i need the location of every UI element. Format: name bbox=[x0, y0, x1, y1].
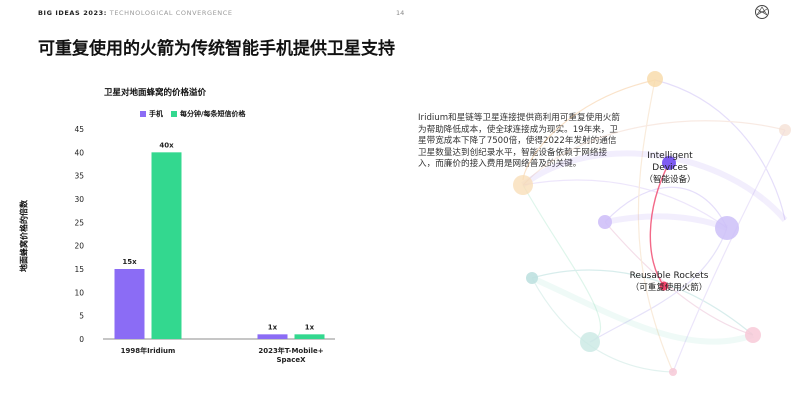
bar-data-label: 1x bbox=[268, 323, 278, 331]
ark-logo-icon bbox=[755, 5, 769, 19]
x-tick-label: 2023年T-Mobile+SpaceX bbox=[258, 346, 323, 364]
y-tick-label: 30 bbox=[74, 195, 84, 204]
legend-swatch-per-minute bbox=[171, 111, 177, 117]
bar bbox=[151, 152, 182, 339]
y-tick-label: 40 bbox=[74, 148, 84, 157]
bar bbox=[257, 334, 288, 339]
legend-item-phone: 手机 bbox=[140, 109, 163, 119]
node-label-intelligent-devices-zh: （智能设备） bbox=[644, 175, 696, 185]
network-graphic bbox=[513, 71, 791, 376]
y-tick-label: 15 bbox=[74, 265, 84, 274]
legend-item-per-minute: 每分钟/每条短信价格 bbox=[171, 109, 246, 119]
y-tick-label: 10 bbox=[74, 288, 84, 297]
legend-label-phone: 手机 bbox=[149, 110, 163, 118]
bar-chart: 0 5 10 15 20 25 30 35 40 45 15x 1x 40x 1x 1998年Iridium… bbox=[74, 125, 335, 364]
legend-label-per-minute: 每分钟/每条短信价格 bbox=[180, 110, 246, 118]
x-tick-label: 1998年Iridium bbox=[121, 346, 176, 355]
header-subtitle: TECHNOLOGICAL CONVERGENCE bbox=[109, 9, 233, 17]
bar bbox=[294, 334, 325, 339]
bar-data-label: 1x bbox=[305, 323, 315, 331]
description-text: Iridium和星链等卫星连接提供商利用可重复使用火箭为帮助降低成本，使全球连接… bbox=[418, 113, 620, 169]
node-label-reusable-rockets-en: Reusable Rockets bbox=[629, 271, 709, 281]
bar bbox=[114, 269, 145, 339]
node-label-reusable-rockets-zh: （可重复使用火箭） bbox=[630, 283, 708, 293]
y-tick-label: 5 bbox=[79, 312, 84, 321]
node-label-intelligent-devices-en: Intelligent Devices bbox=[647, 151, 693, 173]
chart-title: 卫星对地面蜂窝的价格溢价 bbox=[104, 88, 207, 98]
y-tick-label: 25 bbox=[74, 218, 84, 227]
node-label-intelligent-devices: Intelligent Devices （智能设备） bbox=[630, 150, 710, 186]
header-title: BIG IDEAS 2023: TECHNOLOGICAL CONVERGENC… bbox=[38, 9, 233, 17]
slide-title: 可重复使用的火箭为传统智能手机提供卫星支持 bbox=[38, 39, 395, 59]
legend-swatch-phone bbox=[140, 111, 146, 117]
bar-data-label: 15x bbox=[122, 258, 137, 266]
y-tick-label: 0 bbox=[79, 335, 84, 344]
bar-data-label: 40x bbox=[159, 141, 174, 149]
node-label-reusable-rockets: Reusable Rockets （可重复使用火箭） bbox=[619, 270, 719, 294]
y-tick-label: 45 bbox=[74, 125, 84, 134]
header-bold: BIG IDEAS 2023: bbox=[38, 9, 107, 17]
y-tick-label: 35 bbox=[74, 172, 84, 181]
chart-legend: 手机 每分钟/每条短信价格 bbox=[140, 109, 246, 119]
page-number: 14 bbox=[396, 9, 405, 17]
y-tick-label: 20 bbox=[74, 242, 84, 251]
